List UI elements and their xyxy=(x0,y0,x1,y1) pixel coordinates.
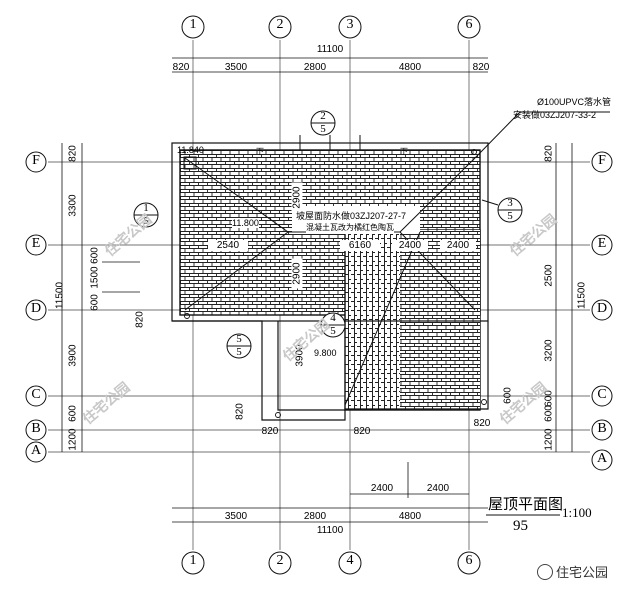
axis-bubbles xyxy=(25,15,613,575)
detail-callout-circles xyxy=(133,110,523,359)
dimension-lines xyxy=(61,57,573,523)
drain-pipes xyxy=(184,149,487,418)
callout-leaders xyxy=(134,111,610,347)
